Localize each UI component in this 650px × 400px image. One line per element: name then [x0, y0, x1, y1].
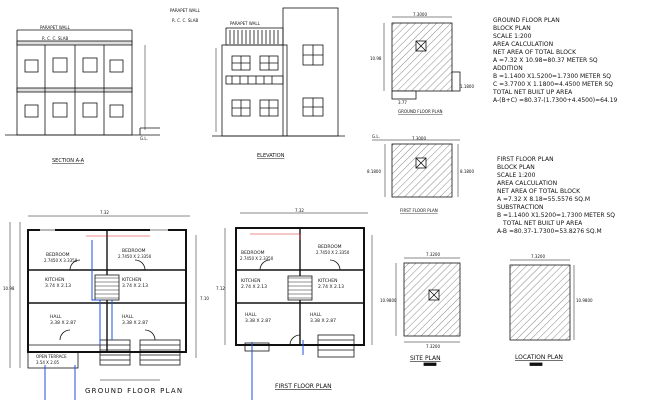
gf-bedroom-1: BEDROOM: [46, 252, 70, 258]
gf-hall-1: HALL: [50, 314, 62, 320]
first-floor-plan: [224, 212, 373, 358]
ground-floor-plan: [9, 215, 197, 381]
note-first-9: A-B =80.37-1.7300=53.8276 SQ.M: [497, 228, 602, 235]
ff-hall-1: HALL: [245, 312, 257, 318]
note-ground-6: ADDITION: [493, 65, 523, 72]
gf-bedroom-2: BEDROOM: [122, 248, 146, 254]
gf-kitchen-2: KITCHEN: [122, 277, 142, 283]
first-block-title: FIRST FLOOR PLAN: [400, 208, 438, 213]
section-aa: [5, 29, 160, 136]
first-plan-dim-left: 7.12: [216, 286, 225, 291]
elevation-parapet-label-2: PARAPET WALL: [170, 8, 201, 13]
note-first-7: B =1.1400 X1.5200=1.7300 METER SQ: [497, 212, 615, 219]
note-first-8: TOTAL NET BUILT UP AREA: [502, 220, 583, 227]
ff-kitchen-1-size: 2.74 X 2.13: [241, 284, 267, 290]
ff-kitchen-2-size: 2.74 X 2.13: [318, 284, 344, 290]
site-plan-dim-top: 7.3200: [426, 252, 440, 257]
ff-hall-1-size: 3.38 X 2.87: [245, 318, 271, 324]
gf-hall-1-size: 3.38 X 2.87: [50, 320, 76, 326]
elevation-parapet-label: PARAPET WALL: [230, 21, 261, 26]
note-ground-9: TOTAL NET BUILT UP AREA: [492, 89, 573, 96]
ground-block-dim-right: 1.1800: [460, 84, 474, 89]
elevation: [212, 7, 345, 137]
ground-block-dim-small: 3.77: [398, 100, 407, 105]
site-plan-dim-bottom: 7.3200: [426, 344, 440, 349]
gf-terrace-size: 3.54 X 2.05: [36, 360, 60, 365]
gf-bedroom-1-size: 2.7450 X 3.3350: [44, 258, 78, 263]
first-block-dim-top: 7.3000: [412, 136, 426, 141]
first-plan-dim-top: 7.32: [295, 208, 304, 213]
site-plan-dim-left: 10.9800: [380, 298, 397, 303]
ff-kitchen-2: KITCHEN: [318, 278, 338, 284]
gf-kitchen-1: KITCHEN: [45, 277, 65, 283]
gf-kitchen-1-size: 3.74 X 2.13: [45, 283, 71, 289]
ground-block-dim-top: 7.3000: [413, 12, 427, 17]
gf-hall-2-size: 3.38 X 2.87: [122, 320, 148, 326]
note-first-0: FIRST FLOOR PLAN: [497, 156, 554, 163]
elevation-title: ELEVATION: [257, 153, 285, 159]
ground-wiring: [44, 240, 113, 400]
first-block-dim-right: 8.1800: [460, 169, 474, 174]
note-first-1: BLOCK PLAN: [497, 164, 535, 171]
note-ground-10: A-(B+C) =80.37-(1.7300+4.4500)=64.19: [493, 97, 618, 104]
elevation-slab-label: R. C. C. SLAB: [172, 18, 198, 23]
gf-kitchen-2-size: 3.74 X 2.13: [122, 283, 148, 289]
site-plan: [395, 257, 461, 366]
section-parapet-label: PARAPET WALL: [40, 25, 71, 30]
ff-bedroom-1: BEDROOM: [241, 250, 265, 256]
first-plan-title: FIRST FLOOR PLAN: [275, 383, 332, 390]
location-plan-dim-top: 7.3200: [531, 254, 545, 259]
section-gl-label: G.L.: [140, 136, 148, 141]
first-block-gl: G.L.: [372, 134, 380, 139]
location-plan-title: LOCATION PLAN: [515, 354, 563, 361]
section-slab-label: R. C. C. SLAB: [42, 36, 68, 41]
ground-plan-dim-top: 7.32: [100, 210, 109, 215]
note-ground-5: A =7.32 X 10.98=80.37 METER SQ: [493, 57, 598, 64]
note-ground-4: NET AREA OF TOTAL BLOCK: [493, 49, 577, 56]
ground-plan-dim-right: 7.10: [200, 296, 209, 301]
site-plan-title: SITE PLAN: [410, 355, 441, 362]
location-plan-dim-right: 10.9800: [576, 298, 593, 303]
ground-plan-dim-left: 10.98: [3, 286, 15, 291]
notes-ground: GROUND FLOOR PLAN BLOCK PLAN SCALE 1:200…: [492, 17, 618, 104]
note-first-5: A =7.32 X 8.18=55.5576 SQ.M: [497, 196, 590, 203]
first-wiring: [251, 340, 304, 400]
gf-hall-2: HALL: [122, 314, 134, 320]
note-ground-0: GROUND FLOOR PLAN: [493, 17, 560, 24]
ground-plan-title: GROUND FLOOR PLAN: [85, 387, 183, 395]
note-first-3: AREA CALCULATION: [497, 180, 557, 187]
location-plan: [509, 259, 575, 366]
ground-block-title: GROUND FLOOR PLAN: [398, 109, 443, 114]
note-ground-2: SCALE 1:200: [493, 33, 532, 40]
ff-bedroom-1-size: 2.7450 X 2.3350: [240, 256, 274, 261]
ff-bedroom-2-size: 2.7450 X 2.3350: [316, 250, 350, 255]
ff-hall-2: HALL: [310, 312, 322, 318]
note-ground-8: C =3.7700 X 1.1800=4.4500 METER SQ: [493, 81, 613, 88]
note-first-4: NET AREA OF TOTAL BLOCK: [497, 188, 581, 195]
first-block-dim-left: 8.1800: [367, 169, 381, 174]
note-first-2: SCALE 1:200: [497, 172, 536, 179]
ff-bedroom-2: BEDROOM: [318, 244, 342, 250]
ff-kitchen-1: KITCHEN: [241, 278, 261, 284]
first-accent-lines: [250, 233, 301, 240]
note-ground-3: AREA CALCULATION: [493, 41, 553, 48]
note-ground-7: B =1.1400 X1.5200=1.7300 METER SQ: [493, 73, 611, 80]
gf-terrace: OPEN TERRACE: [36, 354, 67, 359]
section-title: SECTION A-A: [52, 158, 85, 164]
first-block-plan: [372, 139, 460, 198]
ff-hall-2-size: 3.38 X 2.87: [310, 318, 336, 324]
note-ground-1: BLOCK PLAN: [493, 25, 531, 32]
ground-block-plan: [383, 16, 461, 100]
ground-block-dim-left: 10.98: [370, 56, 382, 61]
gf-bedroom-2-size: 2.7450 X 2.3350: [118, 254, 152, 259]
notes-first: FIRST FLOOR PLAN BLOCK PLAN SCALE 1:200 …: [497, 156, 615, 235]
note-first-6: SUBSTRACTION: [497, 204, 543, 211]
